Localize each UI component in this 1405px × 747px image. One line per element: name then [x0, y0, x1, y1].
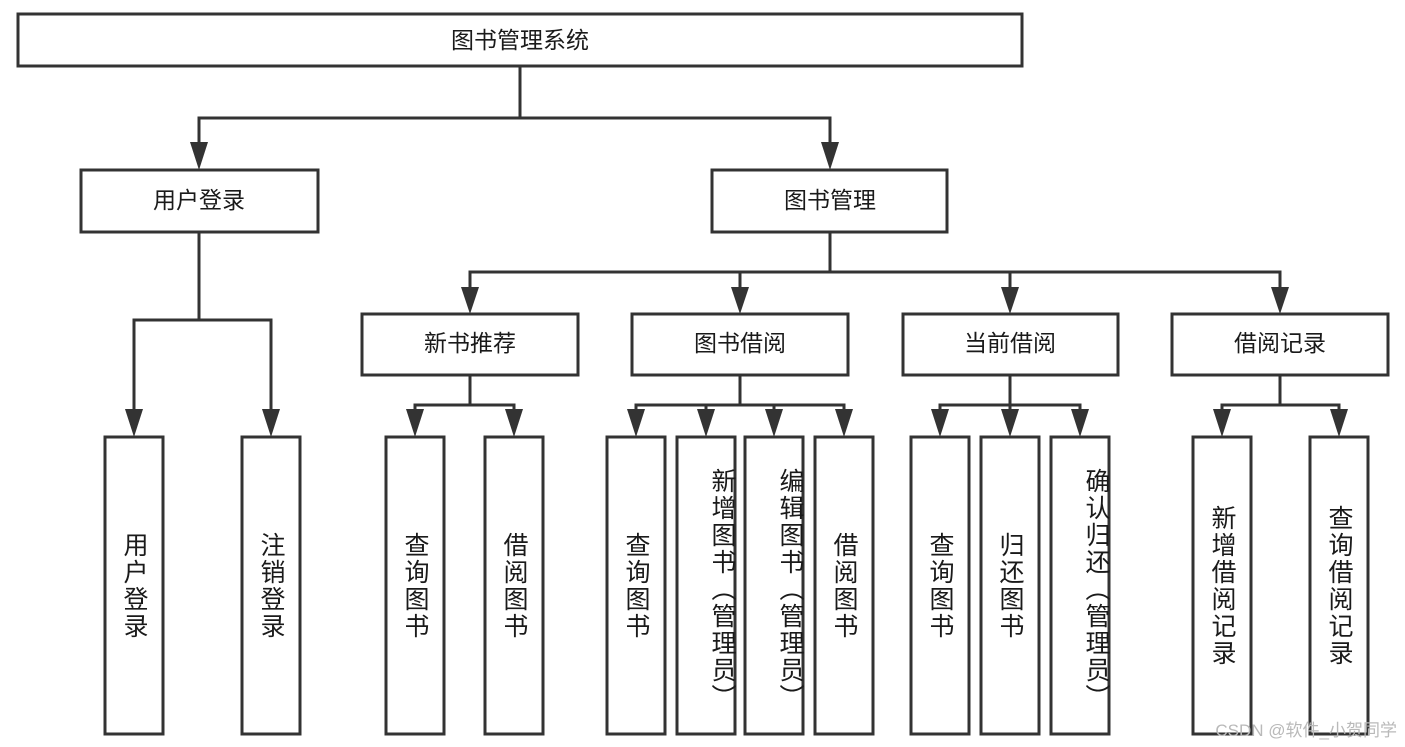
connector-group-book-borrow — [627, 373, 853, 437]
arrow-head-newbook-leaf-1 — [406, 409, 424, 437]
arrow-head-bookborrow-leaf-4 — [835, 409, 853, 437]
leaf-label-user-login: 用户登录 — [120, 531, 148, 640]
connector-group-user-login — [125, 230, 280, 437]
node-borrow-record-label: 借阅记录 — [1234, 330, 1326, 356]
leaf-box-newbook-query[interactable] — [384, 435, 446, 736]
leaf-box-borrow-add[interactable] — [675, 435, 737, 736]
node-borrow-record[interactable]: 借阅记录 — [1170, 312, 1390, 377]
node-user-login-label: 用户登录 — [153, 187, 245, 213]
leaf-box-current-confirm[interactable] — [1049, 435, 1111, 736]
node-new-book-recommend[interactable]: 新书推荐 — [360, 312, 580, 377]
leaf-label-newbook-query: 查询图书 — [401, 531, 429, 640]
node-book-management-label: 图书管理 — [784, 187, 876, 213]
arrow-head-currentborrow-leaf-1 — [931, 409, 949, 437]
leaf-label-logout: 注销登录 — [257, 531, 285, 640]
arrow-head-leaf-user-login — [125, 409, 143, 437]
leaf-box-record-query[interactable] — [1308, 435, 1370, 736]
arrow-head-bookborrow-leaf-1 — [627, 409, 645, 437]
leaf-label-borrow-add: 新增图书（管理员） — [708, 468, 736, 711]
arrow-head-book-borrow — [731, 287, 749, 314]
arrow-head-newbook-leaf-2 — [505, 409, 523, 437]
leaf-box-record-add[interactable] — [1191, 435, 1253, 736]
connector-group-borrow-record — [1213, 373, 1348, 437]
node-new-book-recommend-label: 新书推荐 — [424, 330, 516, 356]
node-book-management[interactable]: 图书管理 — [710, 168, 949, 234]
connector-group-root — [190, 64, 839, 170]
node-book-management-box[interactable] — [710, 168, 949, 234]
arrow-head-book-mgmt — [821, 142, 839, 170]
leaf-box-user-login[interactable] — [103, 435, 165, 736]
leaf-box-borrow-query[interactable] — [605, 435, 667, 736]
node-book-borrow-box[interactable] — [630, 312, 850, 377]
leaf-label-current-return: 归还图书 — [996, 531, 1024, 640]
node-current-borrow-box[interactable] — [901, 312, 1120, 377]
leaf-box-newbook-borrow[interactable] — [483, 435, 545, 736]
leaf-box-logout[interactable] — [240, 435, 302, 736]
node-book-borrow[interactable]: 图书借阅 — [630, 312, 850, 377]
arrow-head-leaf-logout — [262, 409, 280, 437]
leaf-label-record-add: 新增借阅记录 — [1208, 504, 1236, 667]
arrow-head-new-book — [461, 287, 479, 314]
connector-group-new-book — [406, 373, 523, 437]
watermark-text: CSDN @软件_小贺同学 — [1215, 721, 1397, 740]
node-current-borrow-label: 当前借阅 — [964, 330, 1056, 356]
leaf-box-current-query[interactable] — [909, 435, 971, 736]
connector-group-book-mgmt — [461, 230, 1289, 314]
node-root-box[interactable] — [16, 12, 1024, 68]
node-user-login-box[interactable] — [79, 168, 320, 234]
node-root-label: 图书管理系统 — [451, 27, 589, 53]
leaf-label-borrow-lend: 借阅图书 — [830, 531, 858, 640]
node-root[interactable]: 图书管理系统 — [16, 12, 1024, 68]
node-current-borrow[interactable]: 当前借阅 — [901, 312, 1120, 377]
arrow-head-bookborrow-leaf-2 — [697, 409, 715, 437]
leaf-label-record-query: 查询借阅记录 — [1325, 504, 1353, 667]
leaf-box-borrow-edit[interactable] — [743, 435, 805, 736]
leaf-label-borrow-edit: 编辑图书（管理员） — [776, 468, 804, 711]
leaf-label-newbook-borrow: 借阅图书 — [500, 531, 528, 640]
arrow-head-currentborrow-leaf-3 — [1071, 409, 1089, 437]
leaf-label-current-confirm: 确认归还（管理员） — [1082, 468, 1110, 711]
node-borrow-record-box[interactable] — [1170, 312, 1390, 377]
node-book-borrow-label: 图书借阅 — [694, 330, 786, 356]
arrow-head-borrowrecord-leaf-2 — [1330, 409, 1348, 437]
node-new-book-recommend-box[interactable] — [360, 312, 580, 377]
leaf-label-borrow-query: 查询图书 — [622, 531, 650, 640]
leaf-box-borrow-lend[interactable] — [813, 435, 875, 736]
connector-group-current-borrow — [931, 373, 1089, 437]
arrow-head-borrow-record — [1271, 287, 1289, 314]
arrow-head-currentborrow-leaf-2 — [1001, 409, 1019, 437]
arrow-head-user-login — [190, 142, 208, 170]
arrow-head-current-borrow — [1001, 287, 1019, 314]
leaf-box-current-return[interactable] — [979, 435, 1041, 736]
node-user-login[interactable]: 用户登录 — [79, 168, 320, 234]
arrow-head-borrowrecord-leaf-1 — [1213, 409, 1231, 437]
leaf-label-current-query: 查询图书 — [926, 531, 954, 640]
arrow-head-bookborrow-leaf-3 — [765, 409, 783, 437]
